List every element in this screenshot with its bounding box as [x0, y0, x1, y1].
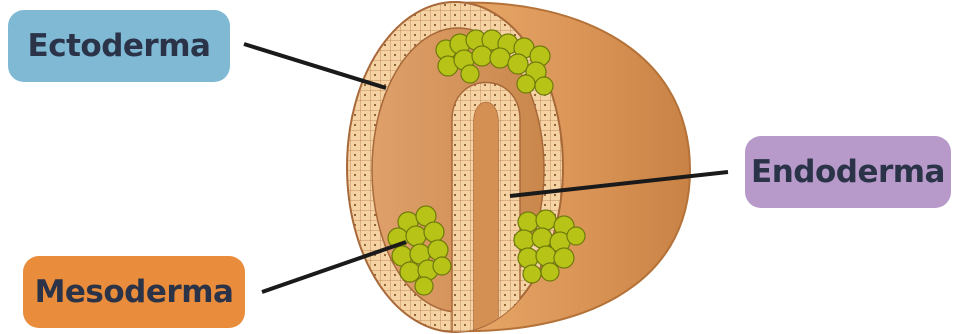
ectoderma-leader-line	[244, 44, 386, 88]
endoderma-label: Endoderma	[745, 136, 951, 208]
ectoderma-label: Ectoderma	[8, 10, 230, 82]
endoderm-layer	[452, 83, 520, 333]
mesoderma-label: Mesoderma	[23, 256, 245, 328]
